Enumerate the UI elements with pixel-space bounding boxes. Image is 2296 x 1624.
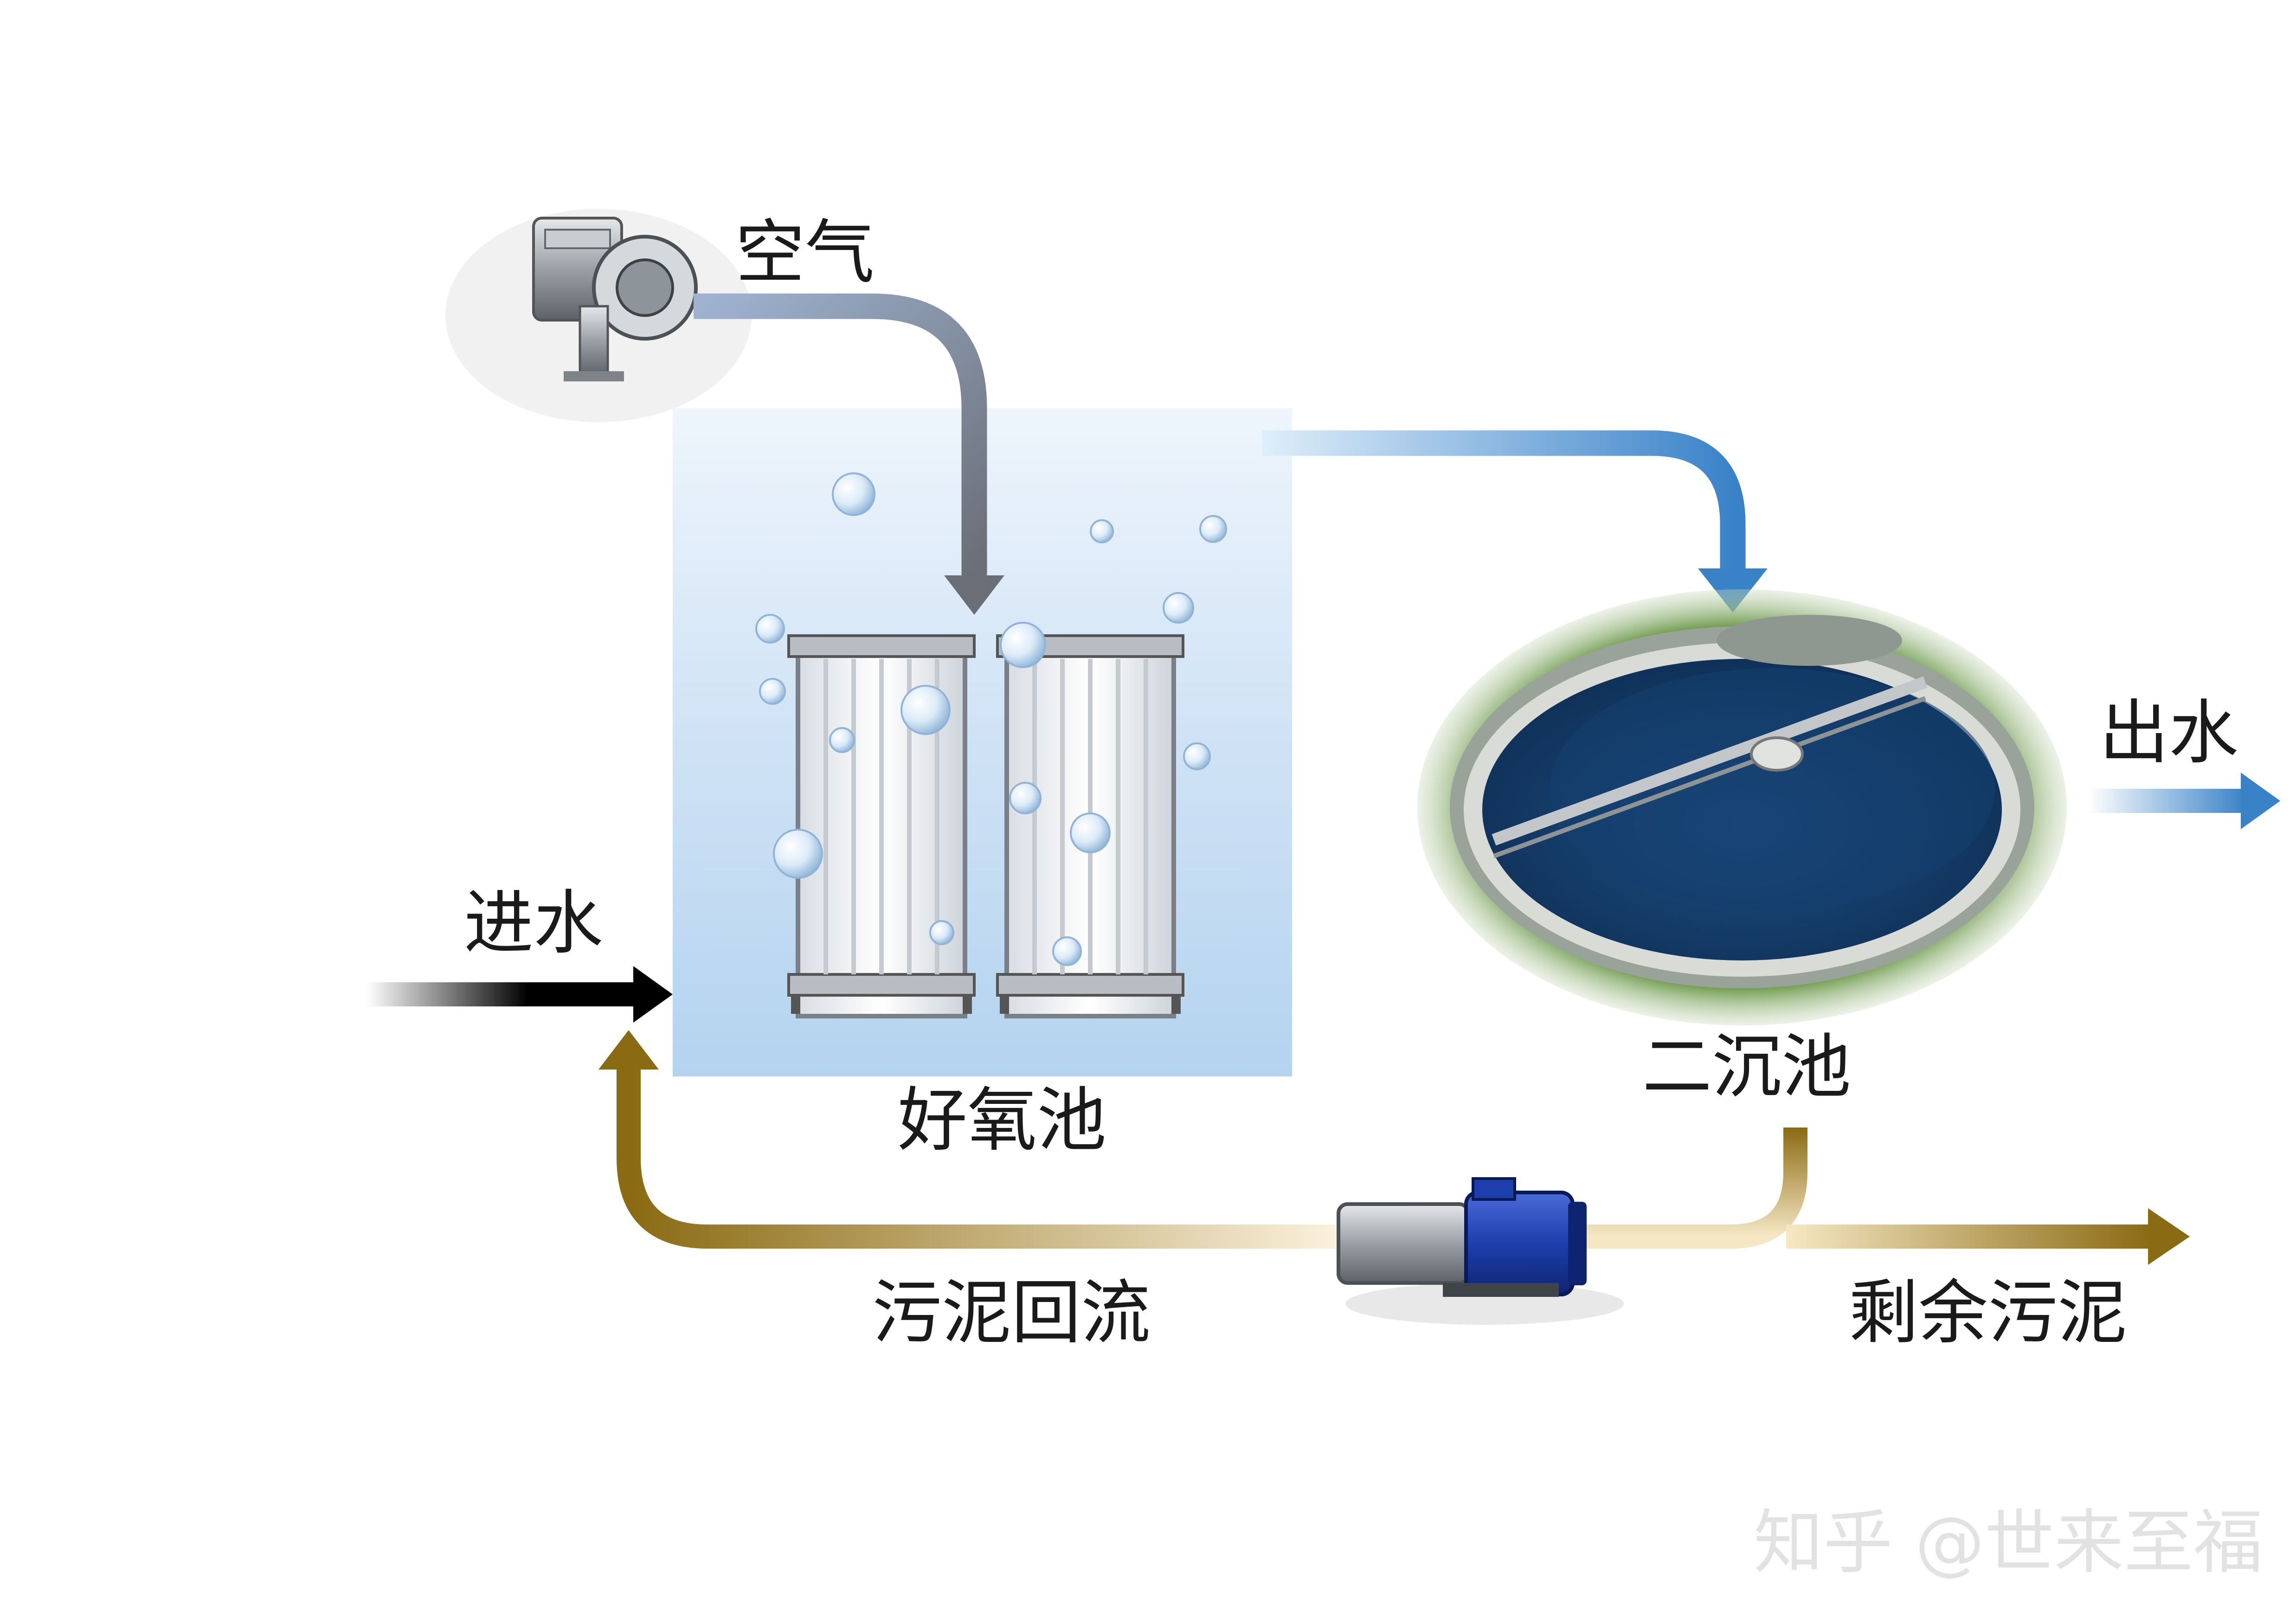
- bubble-icon: [755, 614, 785, 644]
- label-secondary-clarifier: 二沉池: [1642, 1027, 1852, 1108]
- outflow-arrow: [2088, 773, 2280, 829]
- bubble-icon: [1009, 782, 1042, 814]
- label-outflow: 出水: [2099, 693, 2239, 773]
- water-arrow-to-clarifier: [1262, 430, 1768, 612]
- blower-icon: [445, 209, 752, 422]
- label-aerobic-tank: 好氧池: [898, 1080, 1107, 1161]
- bubble-icon: [832, 472, 875, 516]
- pump-icon: [1337, 1177, 1624, 1325]
- excess-sludge-arrow: [1786, 1208, 2190, 1265]
- label-air: 空气: [735, 213, 875, 293]
- bubble-icon: [829, 727, 855, 753]
- bubble-icon: [1070, 812, 1111, 853]
- bubble-icon: [1090, 519, 1114, 543]
- air-arrow: [694, 293, 1004, 615]
- bubble-icon: [1163, 592, 1194, 624]
- bubble-icon: [900, 685, 951, 735]
- bubble-icon: [1199, 515, 1227, 543]
- label-excess-sludge: 剩余污泥: [1849, 1273, 2128, 1353]
- bubble-icon: [759, 678, 786, 705]
- clarifier-icon: [1417, 589, 2067, 1025]
- membrane-module-icon: [787, 634, 976, 1018]
- bubble-icon: [773, 829, 823, 879]
- bubble-icon: [1183, 742, 1211, 770]
- bubbles: [755, 472, 1227, 966]
- sludge-return-arrow: [598, 1030, 1336, 1249]
- bubble-icon: [1052, 936, 1082, 966]
- bubble-icon: [1000, 622, 1046, 668]
- bubble-icon: [929, 920, 954, 945]
- inflow-arrow: [367, 966, 673, 1023]
- watermark: 知乎 @世来至福: [1754, 1502, 2263, 1583]
- label-inflow: 进水: [464, 883, 604, 964]
- label-sludge-return: 污泥回流: [872, 1273, 1151, 1353]
